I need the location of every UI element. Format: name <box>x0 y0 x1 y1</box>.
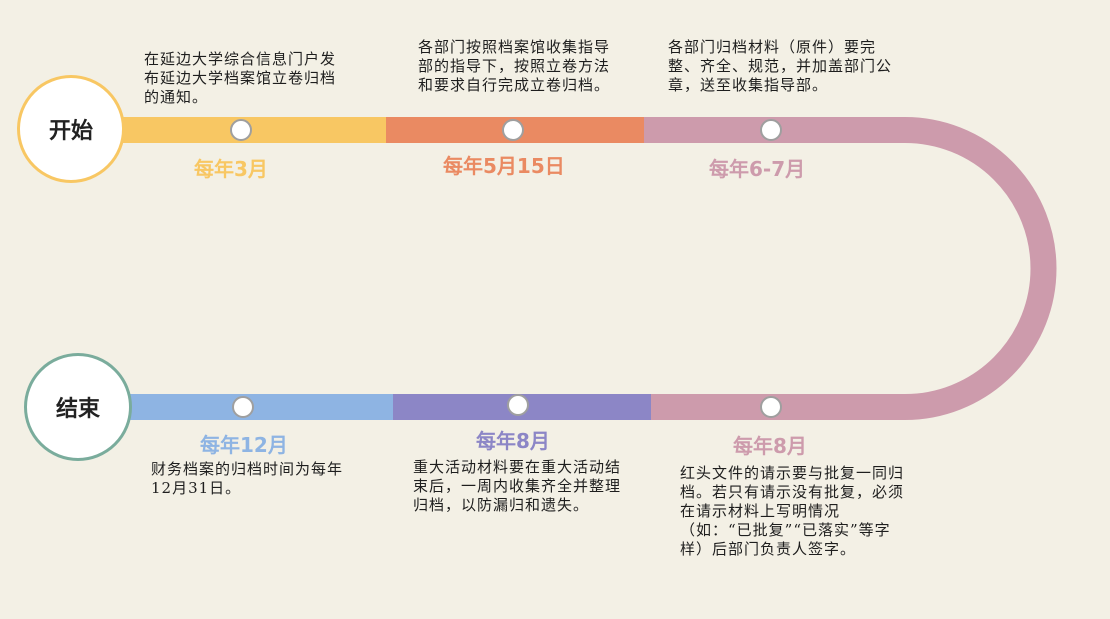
timeline-node-5 <box>507 394 529 416</box>
timeline-node-1 <box>230 119 252 141</box>
step-1-date: 每年3月 <box>194 157 268 181</box>
step-5-description: 重大活动材料要在重大活动结束后，一周内收集齐全并整理归档，以防漏归和遗失。 <box>413 458 622 514</box>
timeline-node-3 <box>760 119 782 141</box>
step-3-date: 每年6-7月 <box>709 157 806 181</box>
start-circle: 开始 <box>17 75 125 183</box>
step-4-description: 红头文件的请示要与批复一同归档。若只有请示没有批复，必须在请示材料上写明情况（如… <box>680 464 905 558</box>
step-2-description: 各部门按照档案馆收集指导部的指导下，按照立卷方法和要求自行完成立卷归档。 <box>418 38 611 94</box>
start-label: 开始 <box>48 119 93 144</box>
end-label: 结束 <box>55 397 100 422</box>
step-2-date: 每年5月15日 <box>443 154 565 178</box>
timeline-bar-bottom-1 <box>128 394 393 420</box>
step-1-description: 在延边大学综合信息门户发布延边大学档案馆立卷归档的通知。 <box>144 50 337 106</box>
timeline-node-6 <box>232 396 254 418</box>
step-4-date: 每年8月 <box>733 434 807 458</box>
timeline-bar-top-1 <box>120 117 386 143</box>
end-circle: 结束 <box>24 353 132 461</box>
step-5-date: 每年8月 <box>476 429 550 453</box>
timeline-node-4 <box>760 396 782 418</box>
step-6-date: 每年12月 <box>200 433 288 457</box>
timeline-bar-bottom-3 <box>651 394 781 420</box>
step-6-description: 财务档案的归档时间为每年12月31日。 <box>151 460 344 497</box>
timeline-node-2 <box>502 119 524 141</box>
step-3-description: 各部门归档材料（原件）要完整、齐全、规范，并加盖部门公章，送至收集指导部。 <box>668 38 893 94</box>
